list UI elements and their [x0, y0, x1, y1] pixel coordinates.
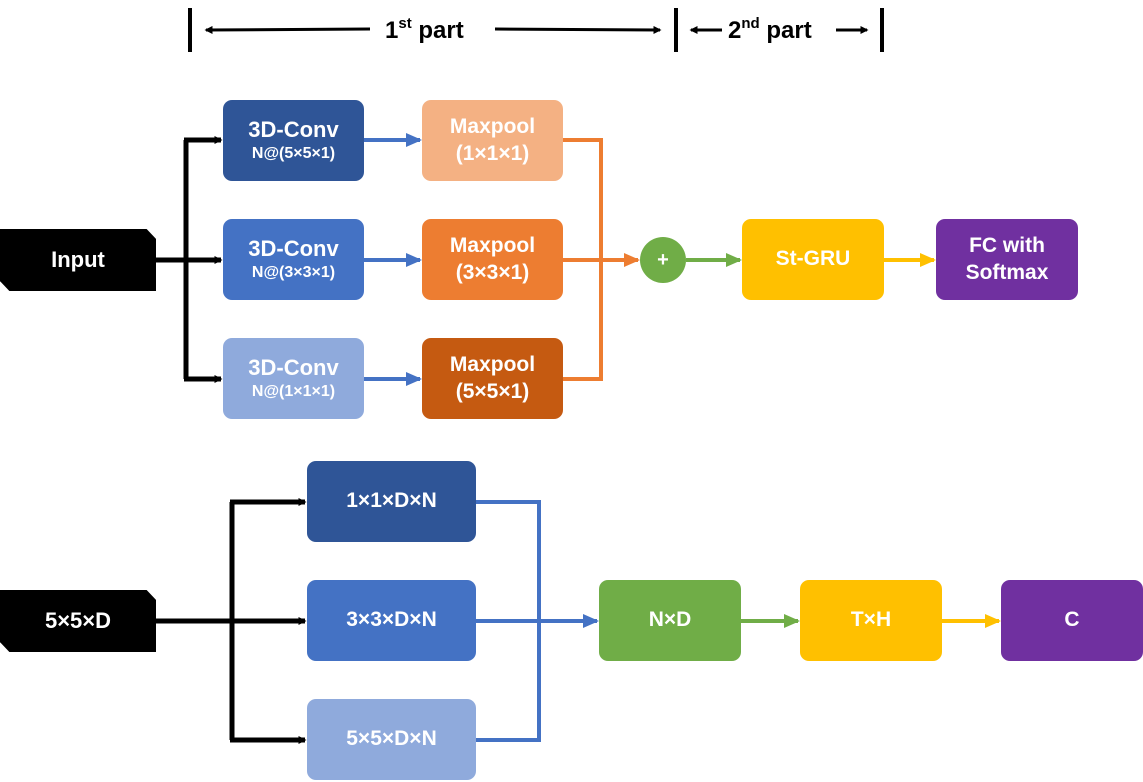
- input-label: Input: [51, 247, 105, 272]
- conv-block-1: 3D-Conv N@(5×5×1): [223, 100, 364, 181]
- conv-block-3: 3D-Conv N@(1×1×1): [223, 338, 364, 419]
- part1-label: 1st part: [385, 16, 464, 43]
- part2-number: 2: [728, 17, 742, 44]
- plus-sign: +: [657, 248, 669, 271]
- branch-block-3: 5×5×D×N: [307, 699, 476, 780]
- conv-title: 3D-Conv: [248, 117, 339, 143]
- part2-label: 2nd part: [728, 16, 812, 43]
- maxpool-title: Maxpool: [449, 114, 536, 138]
- c-label: C: [1064, 608, 1080, 632]
- conv-kernel: N@(1×1×1): [251, 383, 336, 401]
- maxpool-size: (5×5×1): [455, 380, 530, 403]
- part1-word: part: [418, 17, 464, 44]
- fc-label-line1: FC with: [969, 233, 1045, 257]
- st-gru-block: St-GRU: [742, 219, 884, 300]
- part1-arrow-right: [494, 25, 662, 34]
- maxpool-block-3: Maxpool (5×5×1): [422, 338, 563, 419]
- conv-kernel: N@(3×3×1): [251, 264, 336, 282]
- conv-title: 3D-Conv: [248, 236, 339, 262]
- part2-superscript: nd: [741, 15, 760, 32]
- input-block: Input: [0, 229, 156, 291]
- sum-node: +: [640, 237, 686, 283]
- branch-label: 5×5×D×N: [346, 727, 437, 751]
- branch-block-1: 1×1×D×N: [307, 461, 476, 542]
- th-label: T×H: [850, 608, 892, 632]
- part1-arrow-left: [204, 25, 371, 34]
- th-block: T×H: [800, 580, 942, 661]
- nd-block: N×D: [599, 580, 741, 661]
- st-gru-label: St-GRU: [775, 247, 851, 271]
- part1-superscript: st: [398, 15, 412, 32]
- conv-kernel: N@(5×5×1): [251, 145, 336, 163]
- c-block: C: [1001, 580, 1143, 661]
- maxpool-title: Maxpool: [449, 233, 536, 257]
- maxpool-block-2: Maxpool (3×3×1): [422, 219, 563, 300]
- branch-block-2: 3×3×D×N: [307, 580, 476, 661]
- part1-number: 1: [385, 17, 399, 44]
- conv-block-2: 3D-Conv N@(3×3×1): [223, 219, 364, 300]
- fc-softmax-block: FC with Softmax: [936, 219, 1078, 300]
- maxpool-size: (1×1×1): [455, 142, 530, 165]
- branch-label: 3×3×D×N: [346, 608, 437, 632]
- fc-label-line2: Softmax: [965, 261, 1049, 284]
- conv-title: 3D-Conv: [248, 355, 339, 381]
- branch-label: 1×1×D×N: [346, 489, 437, 513]
- maxpool-size: (3×3×1): [455, 261, 530, 284]
- nd-label: N×D: [648, 608, 692, 632]
- part2-word: part: [766, 17, 812, 44]
- bottom-input-block: 5×5×D: [0, 590, 156, 652]
- maxpool-block-1: Maxpool (1×1×1): [422, 100, 563, 181]
- bottom-input-label: 5×5×D: [44, 608, 112, 633]
- maxpool-title: Maxpool: [449, 352, 536, 376]
